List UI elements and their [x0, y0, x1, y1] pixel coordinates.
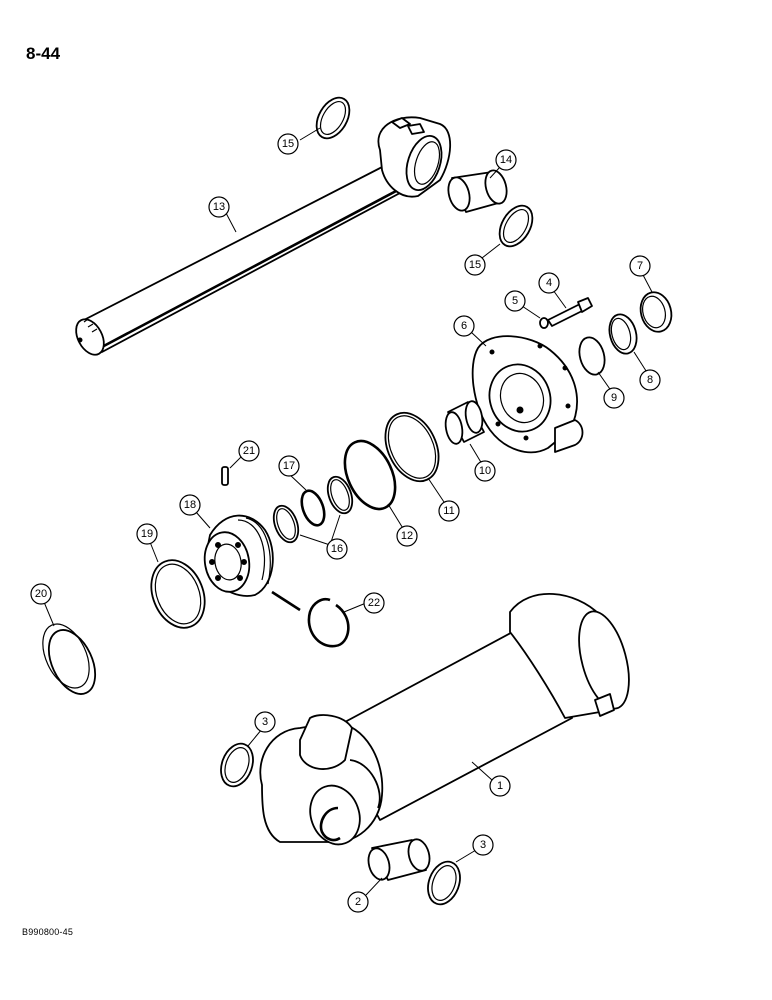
callout-7: 7	[629, 255, 651, 277]
piston	[203, 514, 274, 597]
svg-text:22: 22	[368, 597, 380, 609]
svg-text:8: 8	[647, 374, 653, 386]
callout-20: 20	[30, 583, 52, 605]
svg-text:9: 9	[611, 392, 617, 404]
ring-19	[150, 559, 206, 629]
svg-text:14: 14	[500, 154, 512, 166]
ring-9	[578, 336, 606, 376]
svg-text:4: 4	[546, 277, 552, 289]
page-number: 8-44	[26, 44, 61, 63]
callout-16: 16	[326, 538, 348, 560]
svg-text:6: 6	[461, 320, 467, 332]
svg-text:2: 2	[355, 896, 361, 908]
svg-text:15: 15	[282, 138, 294, 150]
callout-21: 21	[238, 440, 260, 462]
callout-2: 2	[347, 891, 369, 913]
callout-11: 11	[438, 500, 460, 522]
ring-17	[300, 489, 326, 527]
callout-1: 1	[489, 775, 511, 797]
snap-ring	[271, 590, 350, 648]
svg-text:21: 21	[243, 445, 255, 457]
washer	[539, 317, 549, 329]
svg-text:17: 17	[283, 460, 295, 472]
callout-19: 19	[136, 523, 158, 545]
svg-text:20: 20	[35, 588, 47, 600]
callout-13: 13	[208, 196, 230, 218]
svg-text:3: 3	[262, 716, 268, 728]
ring-16b	[272, 504, 300, 544]
piston-rod	[75, 116, 452, 356]
figure-code: B990800-45	[22, 927, 74, 937]
callout-8: 8	[639, 369, 661, 391]
callout-17: 17	[278, 455, 300, 477]
cylinder-barrel	[259, 592, 630, 846]
callout-12: 12	[396, 525, 418, 547]
svg-text:11: 11	[443, 505, 454, 517]
callout-5: 5	[504, 290, 526, 312]
barrel-bushing	[367, 838, 431, 881]
callout-3-upper: 3	[254, 711, 276, 733]
svg-text:12: 12	[401, 530, 413, 542]
wear-ring	[42, 623, 97, 695]
svg-text:5: 5	[512, 295, 518, 307]
o-ring-12	[343, 439, 397, 511]
seal-ring-3a	[220, 742, 254, 788]
svg-text:18: 18	[184, 499, 196, 511]
svg-text:3: 3	[480, 839, 486, 851]
seal-ring-lower	[498, 204, 534, 248]
callout-18: 18	[179, 494, 201, 516]
callout-3-lower: 3	[472, 834, 494, 856]
svg-text:15: 15	[469, 259, 481, 271]
ring-11	[384, 411, 440, 483]
roll-pin	[221, 466, 229, 486]
bearing-bushing	[447, 169, 508, 213]
ring-16a	[326, 475, 354, 515]
callout-15-upper: 15	[277, 133, 299, 155]
callout-4: 4	[538, 272, 560, 294]
bolt	[547, 297, 593, 327]
svg-text:7: 7	[637, 260, 643, 272]
ring-8	[608, 313, 638, 355]
svg-text:1: 1	[497, 780, 503, 792]
callout-14: 14	[495, 149, 517, 171]
leader-lines	[43, 127, 653, 896]
svg-text:19: 19	[141, 528, 153, 540]
gland	[471, 335, 584, 454]
callout-6: 6	[453, 315, 475, 337]
ring-7	[639, 291, 673, 333]
svg-text:10: 10	[479, 465, 491, 477]
seal-ring-upper	[315, 96, 351, 140]
callout-9: 9	[603, 387, 625, 409]
gland-bushing	[444, 400, 485, 445]
svg-text:16: 16	[331, 543, 343, 555]
seal-ring-3b	[427, 860, 461, 906]
svg-text:13: 13	[213, 201, 225, 213]
callout-15-lower: 15	[464, 254, 486, 276]
callout-10: 10	[474, 460, 496, 482]
callout-22: 22	[363, 592, 385, 614]
